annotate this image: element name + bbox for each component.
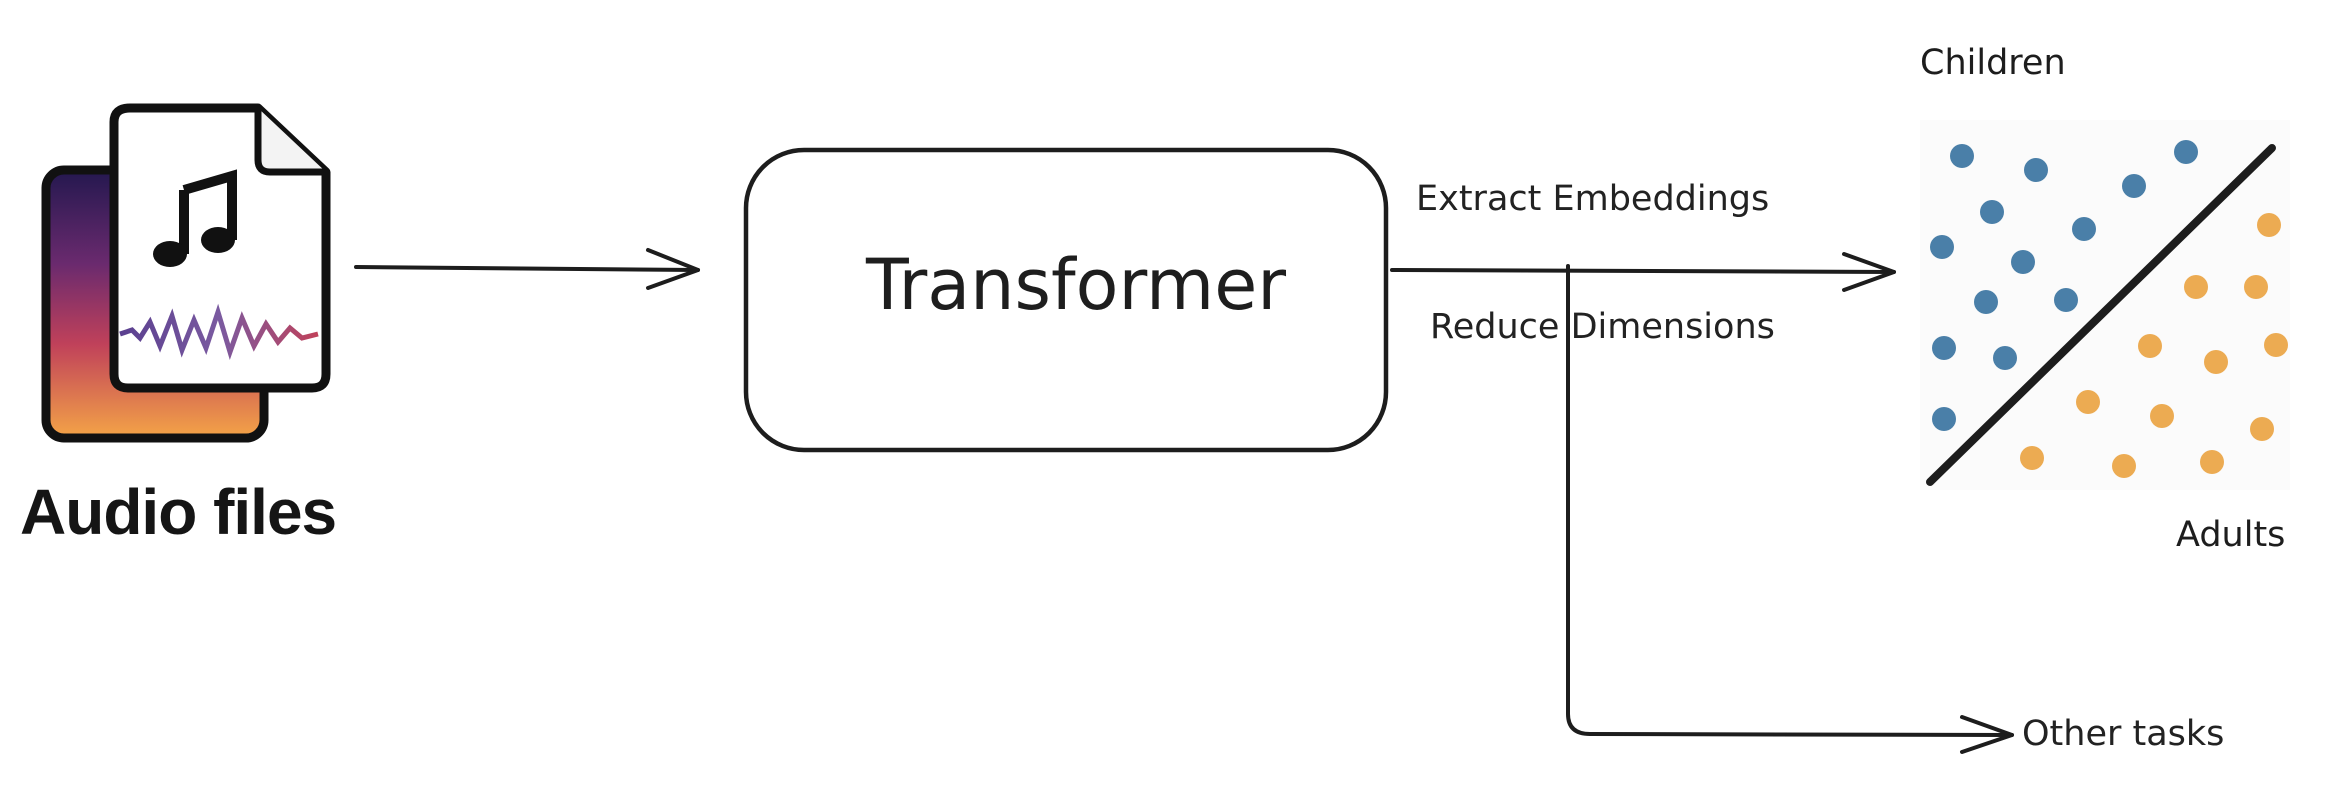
children-dot [1950, 144, 1974, 168]
transformer-box [743, 147, 1389, 453]
arrow-to-other-tasks [1566, 264, 2014, 754]
other-tasks-label: Other tasks [2022, 714, 2225, 754]
adults-dot [2264, 333, 2288, 357]
children-dot [2174, 140, 2198, 164]
audio-files-label: Audio files [20, 476, 337, 548]
adults-dot [2020, 446, 2044, 470]
decision-boundary [1926, 144, 2276, 486]
adults-dot [2200, 450, 2224, 474]
children-dot [2072, 217, 2096, 241]
adults-dot [2138, 334, 2162, 358]
adults-dot [2076, 390, 2100, 414]
adults-dot [2184, 275, 2208, 299]
children-dot [2122, 174, 2146, 198]
children-dot [2011, 250, 2035, 274]
adults-dot [2257, 213, 2281, 237]
extract-embeddings-label: Extract Embeddings [1416, 179, 1770, 219]
adults-dot [2250, 417, 2274, 441]
adults-class-label: Adults [2176, 515, 2286, 555]
children-dot [2024, 158, 2048, 182]
children-dot [1974, 290, 1998, 314]
adults-dot [2150, 404, 2174, 428]
children-dot [1980, 200, 2004, 224]
children-dot [2054, 288, 2078, 312]
page-fold [254, 108, 326, 176]
children-dot [1932, 407, 1956, 431]
adults-dot [2112, 454, 2136, 478]
transformer-label: Transformer [866, 244, 1287, 326]
adults-dot [2204, 350, 2228, 374]
children-dot [1930, 235, 1954, 259]
children-dot [1993, 346, 2017, 370]
children-class-label: Children [1920, 43, 2066, 83]
arrow-transformer-to-classes [1390, 252, 1896, 292]
arrow-audio-to-transformer [354, 248, 700, 290]
music-note-icon [153, 169, 237, 267]
adults-dot [2244, 275, 2268, 299]
waveform-icon [119, 303, 319, 361]
embedding-scatter-plot [1920, 120, 2290, 490]
reduce-dimensions-label: Reduce Dimensions [1430, 307, 1775, 347]
audio-file-icon [41, 103, 331, 443]
children-dot [1932, 336, 1956, 360]
